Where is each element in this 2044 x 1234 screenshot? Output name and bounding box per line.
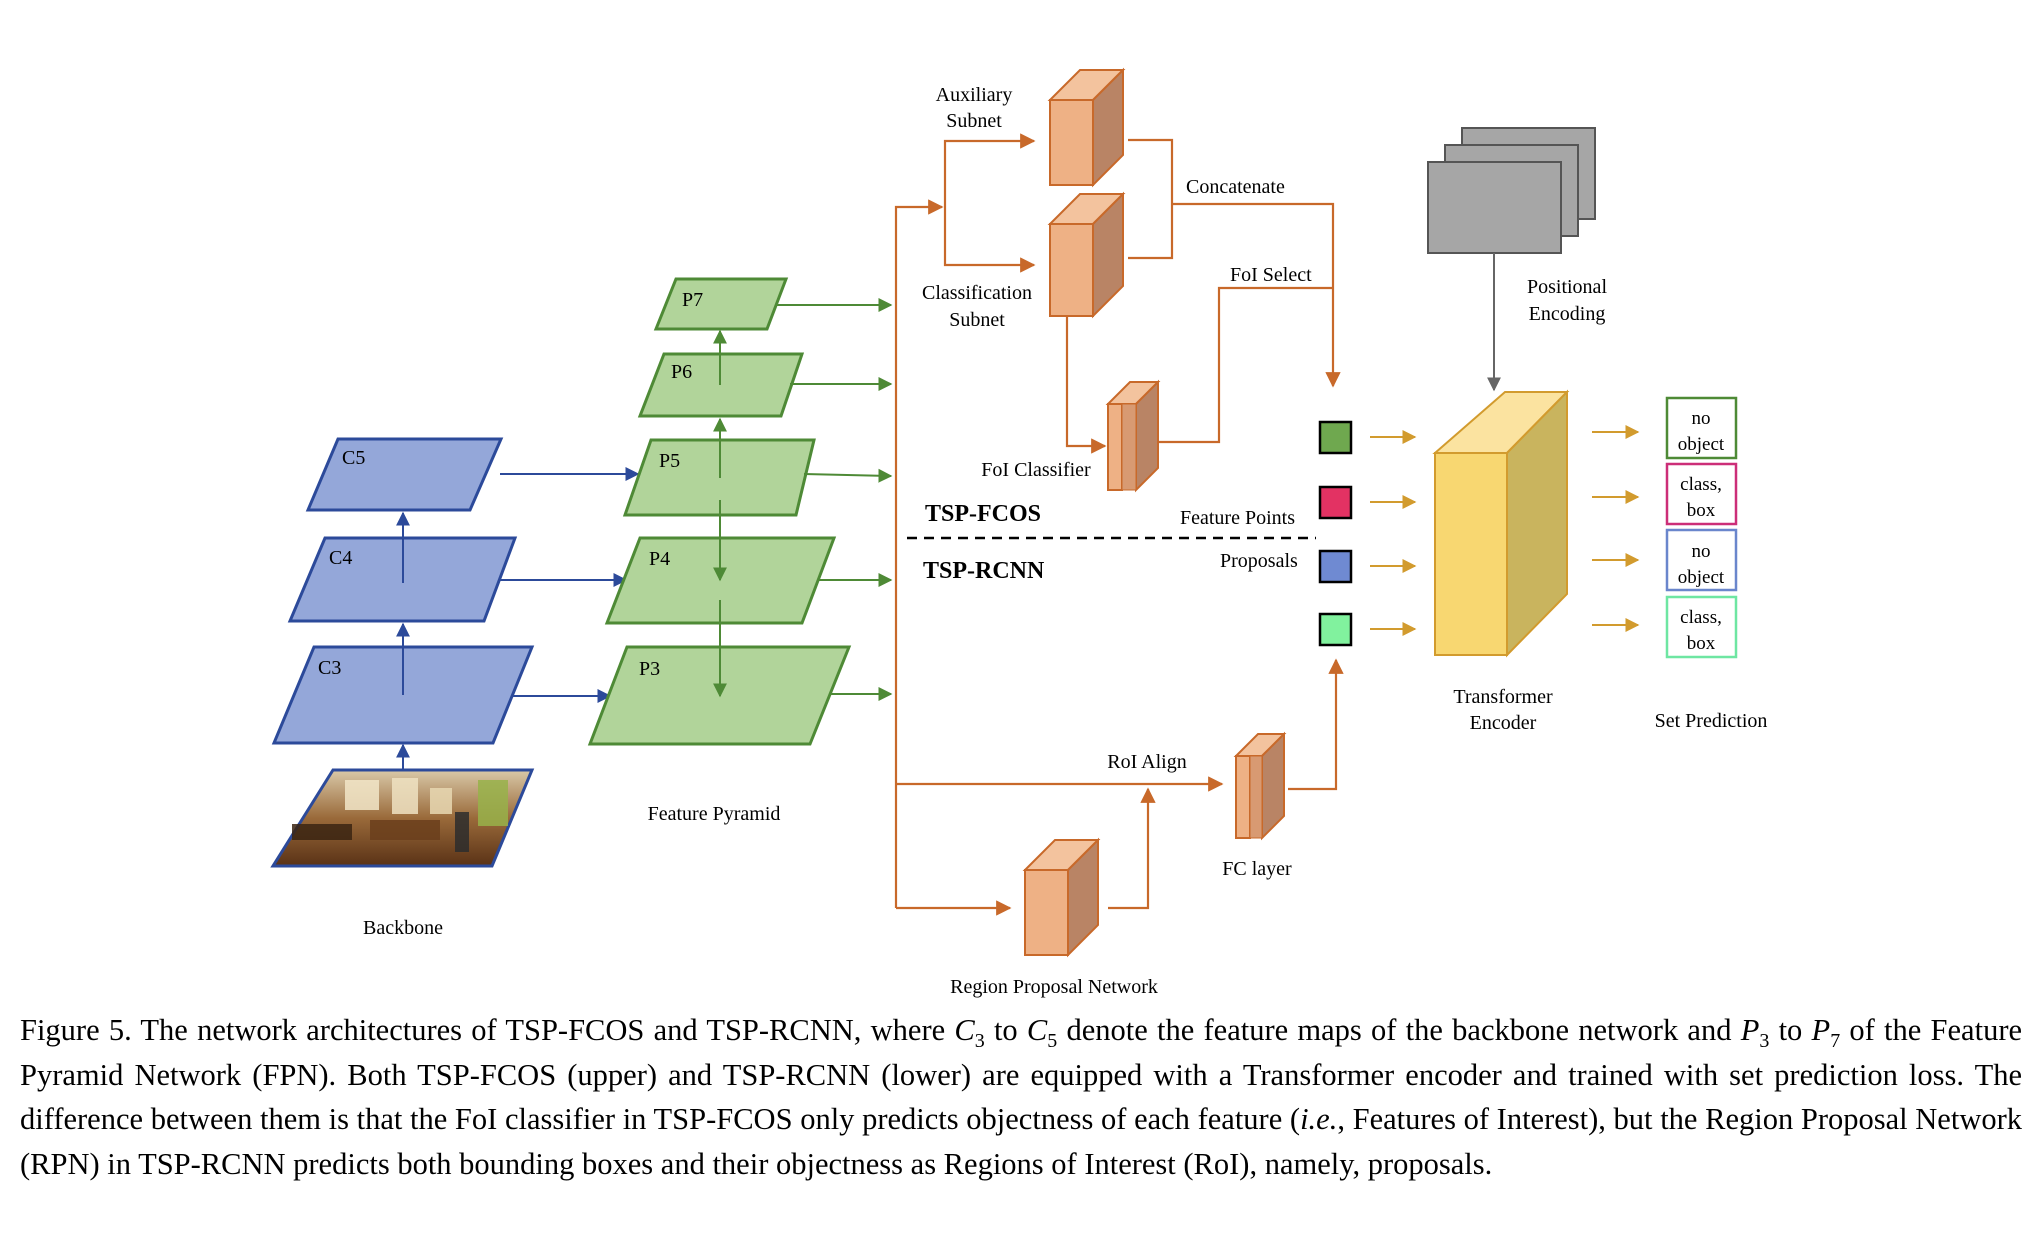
set-prediction-label: Set Prediction xyxy=(1655,710,1768,732)
auxiliary-subnet-block xyxy=(1047,67,1126,188)
pred3-line1: no xyxy=(1692,541,1711,562)
auxiliary-subnet-label-2: Subnet xyxy=(946,110,1002,132)
token-to-encoder-arrows xyxy=(1370,430,1417,636)
routing-lines xyxy=(894,133,1344,916)
pyramid-level-p7 xyxy=(653,277,789,331)
classification-subnet-label-2: Subnet xyxy=(949,309,1005,331)
caption-p7-sub: 7 xyxy=(1830,1030,1841,1053)
caption-ie: i.e. xyxy=(1300,1102,1338,1136)
feature-map-c5 xyxy=(305,437,504,512)
figure-caption: Figure 5. The network architectures of T… xyxy=(20,1008,2022,1186)
p7-label: P7 xyxy=(682,289,703,311)
positional-encoding-label-2: Encoding xyxy=(1529,303,1606,325)
rpn-block xyxy=(1022,837,1101,958)
caption-c3: C xyxy=(954,1013,975,1047)
branch-classification xyxy=(943,207,1036,273)
transformer-encoder-label-2: Encoder xyxy=(1470,712,1537,734)
classification-subnet-label-1: Classification xyxy=(922,282,1032,304)
rpn-to-roi xyxy=(1108,787,1156,910)
feature-points-label: Feature Points xyxy=(1180,507,1295,529)
caption-text-2: to xyxy=(984,1013,1027,1047)
caption-p3: P xyxy=(1740,1013,1760,1047)
foi-classifier-label: FoI Classifier xyxy=(981,459,1091,481)
branch-auxiliary xyxy=(943,133,1036,207)
caption-text-4: to xyxy=(1769,1013,1812,1047)
transformer-encoder-block xyxy=(1432,389,1570,658)
prediction-box-4 xyxy=(1665,595,1738,659)
out-p5 xyxy=(803,468,893,483)
proposals-label: Proposals xyxy=(1220,550,1298,572)
tsp-rcnn-label: TSP-RCNN xyxy=(923,558,1045,584)
c5-label: C5 xyxy=(342,447,365,469)
fc-to-proposal xyxy=(1288,658,1344,791)
caption-c3-sub: 3 xyxy=(974,1030,985,1053)
token-pink xyxy=(1318,485,1353,520)
p3-label: P3 xyxy=(639,658,660,680)
caption-p3-sub: 3 xyxy=(1759,1030,1770,1053)
cls-to-foi xyxy=(1065,314,1107,454)
transformer-encoder-label-1: Transformer xyxy=(1453,686,1553,708)
concatenate-label: Concatenate xyxy=(1186,176,1285,198)
tsp-fcos-label: TSP-FCOS xyxy=(925,501,1041,527)
backbone-image-details xyxy=(292,778,508,852)
token-group xyxy=(1318,420,1353,647)
token-mint xyxy=(1318,612,1353,647)
set-prediction-group: no object class, box no object class, bo… xyxy=(1665,396,1738,659)
backbone-label: Backbone xyxy=(363,917,443,939)
fc-layer-label: FC layer xyxy=(1222,858,1292,880)
pred2-line1: class, xyxy=(1680,474,1722,495)
foi-classifier-block xyxy=(1105,379,1161,493)
caption-text-3: denote the feature maps of the backbone … xyxy=(1057,1013,1741,1047)
prediction-box-1 xyxy=(1665,396,1738,460)
prediction-box-3 xyxy=(1665,528,1738,592)
positional-encoding-label-1: Positional xyxy=(1527,276,1607,298)
backbone-group: C3 C4 C5 Backbone xyxy=(270,437,640,939)
foi-select-label: FoI Select xyxy=(1230,264,1312,286)
pred2-line2: box xyxy=(1687,500,1716,521)
c4-label: C4 xyxy=(329,547,352,569)
fc-layer-block xyxy=(1233,731,1287,841)
c3-label: C3 xyxy=(318,657,341,679)
caption-text-1: Figure 5. The network architectures of T… xyxy=(20,1013,955,1047)
pred4-line1: class, xyxy=(1680,607,1722,628)
pred1-line2: object xyxy=(1678,434,1725,455)
p5-label: P5 xyxy=(659,450,680,472)
auxiliary-subnet-label-1: Auxiliary xyxy=(936,84,1013,106)
caption-text-5: of the Feature Pyramid Network (FPN). Bo… xyxy=(20,1013,2023,1136)
positional-encoding-stack xyxy=(1427,127,1596,254)
token-blue xyxy=(1318,549,1353,584)
roi-align-label: RoI Align xyxy=(1107,751,1186,773)
feature-pyramid-group: P7 P6 P5 P4 P3 Feature Pyramid xyxy=(587,277,893,825)
pred3-line2: object xyxy=(1678,567,1725,588)
pred1-line1: no xyxy=(1692,408,1711,429)
rpn-label: Region Proposal Network xyxy=(950,976,1158,998)
classification-subnet-block xyxy=(1047,191,1126,319)
p4-label: P4 xyxy=(649,548,670,570)
foi-select-line xyxy=(1158,286,1333,444)
prediction-box-2 xyxy=(1665,462,1738,526)
caption-text-6: , Features of Interest), but the Region … xyxy=(20,1102,2023,1181)
token-green xyxy=(1318,420,1353,455)
concat-bracket xyxy=(1128,138,1174,260)
caption-c5-sub: 5 xyxy=(1047,1030,1058,1053)
caption-p7: P xyxy=(1811,1013,1831,1047)
p6-label: P6 xyxy=(671,361,692,383)
caption-c5: C xyxy=(1026,1013,1048,1047)
encoder-to-pred-arrows xyxy=(1592,425,1640,632)
architecture-diagram: C3 C4 C5 Backbone P7 P6 P5 P4 P3 xyxy=(270,67,1768,998)
feature-pyramid-label: Feature Pyramid xyxy=(648,803,781,825)
pred4-line2: box xyxy=(1687,633,1716,654)
trunk-line xyxy=(894,199,944,908)
concat-line xyxy=(1172,202,1341,388)
